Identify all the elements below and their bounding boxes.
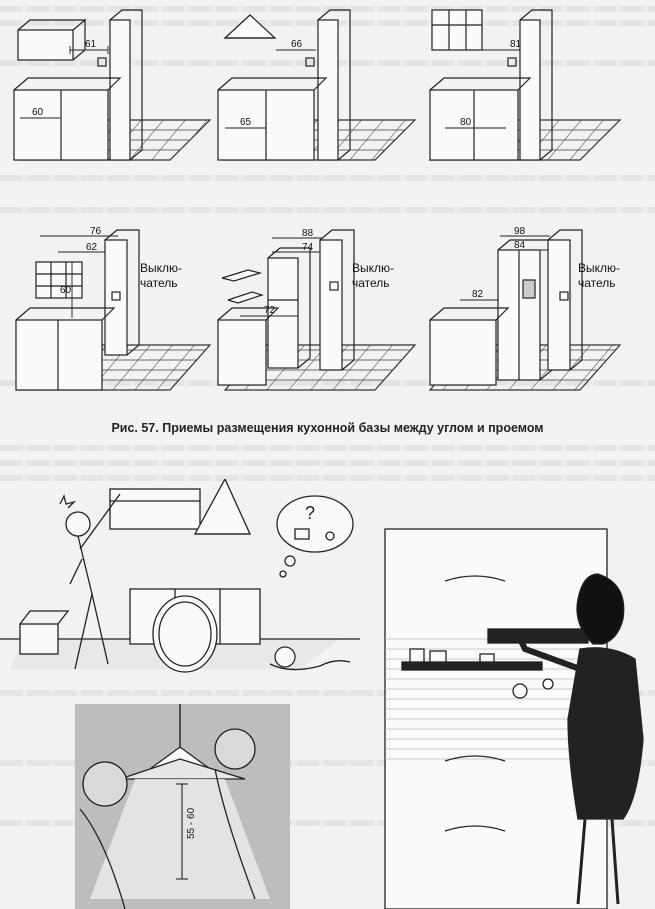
- background-text-line: [0, 820, 655, 826]
- cartoon-kitchen-accident: ?: [0, 479, 360, 673]
- switch-label-2-line1: Выклю-: [352, 261, 394, 275]
- panel-bottom-2: [217, 229, 417, 391]
- dim-top-2-lower: 65: [240, 117, 252, 128]
- lower-illustrations: ? 55 - 60: [0, 479, 644, 909]
- panel-top-1: [13, 9, 212, 161]
- background-text-line: [0, 445, 655, 451]
- dim-bottom-2-b: 74: [302, 242, 314, 253]
- background-text-line: [0, 6, 655, 12]
- panel-bottom-3: [428, 229, 622, 391]
- dim-bottom-2-c: 72: [264, 305, 276, 316]
- background-text-line: [0, 175, 655, 181]
- dim-bottom-3-b: 84: [514, 240, 526, 251]
- dim-bottom-3-a: 98: [514, 226, 526, 237]
- dim-top-1-upper: 61: [85, 39, 97, 50]
- dim-bottom-3-c: 82: [472, 289, 484, 300]
- background-text-line: [0, 475, 655, 481]
- dim-top-2-upper: 66: [291, 39, 303, 50]
- cartoon-lamp-over-table: [75, 704, 290, 909]
- figure-caption: Рис. 57. Приемы размещения кухонной базы…: [111, 421, 544, 435]
- switch-label-3-line2: чатель: [578, 276, 616, 290]
- switch-label-2-line2: чатель: [352, 276, 390, 290]
- panel-top-2: [217, 9, 417, 161]
- background-text-line: [0, 690, 655, 696]
- dim-top-3-lower: 80: [460, 117, 472, 128]
- switch-label-3-line1: Выклю-: [578, 261, 620, 275]
- panel-bottom-1: [15, 229, 212, 391]
- dim-top-1-lower: 60: [32, 107, 44, 118]
- switch-label-1-line1: Выклю-: [140, 261, 182, 275]
- lamp-height-dimension: 55 - 60: [186, 807, 197, 839]
- background-text-line: [0, 760, 655, 766]
- dim-bottom-1-b: 62: [86, 242, 98, 253]
- panel-top-3: [428, 9, 622, 161]
- dim-top-3-upper: 81: [510, 39, 522, 50]
- background-text-line: [0, 460, 655, 466]
- dim-bottom-2-a: 88: [302, 228, 314, 239]
- switch-label-1-line2: чатель: [140, 276, 178, 290]
- figure-57-kitchen-layouts: 61 60 66 65: [13, 9, 622, 391]
- woman-at-cabinet: [384, 528, 644, 909]
- svg-text:?: ?: [305, 503, 315, 523]
- dim-bottom-1-c: 60: [60, 285, 72, 296]
- dim-bottom-1-a: 76: [90, 226, 102, 237]
- background-text-line: [0, 207, 655, 213]
